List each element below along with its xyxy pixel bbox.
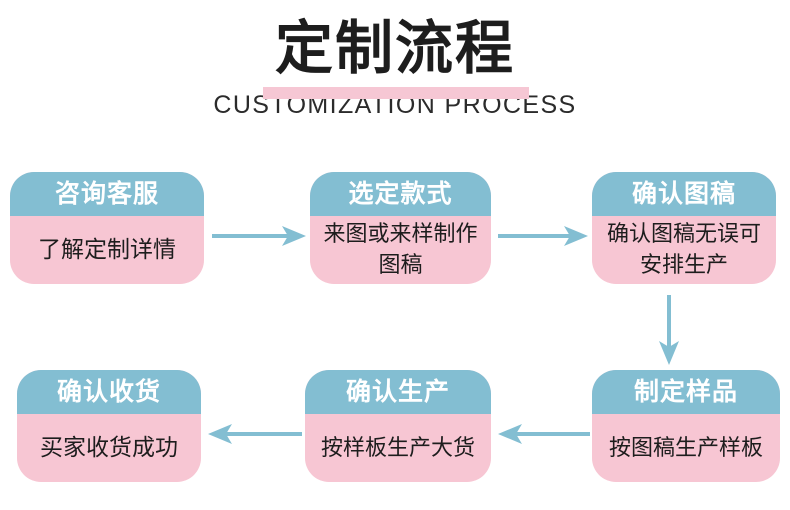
- flow-step-2-description: 来图或来样制作图稿: [323, 222, 478, 278]
- flow-step-1-description: 了解定制详情: [38, 237, 176, 263]
- arrow-right-icon-step2-to-step3: [498, 222, 588, 250]
- page-title-wrap: 定制流程: [0, 14, 790, 99]
- flow-step-5: 确认生产 按样板生产大货: [305, 370, 491, 482]
- title-underline-highlight: [263, 87, 529, 99]
- flow-step-2-title: 选定款式: [310, 172, 491, 216]
- flow-step-4-title: 制定样品: [592, 370, 780, 414]
- flow-step-1: 咨询客服 了解定制详情: [10, 172, 204, 284]
- flow-step-3-description: 确认图稿无误可安排生产: [606, 222, 761, 278]
- flow-step-6-title: 确认收货: [17, 370, 201, 414]
- flow-step-6-description: 买家收货成功: [40, 435, 178, 461]
- flow-step-4: 制定样品 按图稿生产样板: [592, 370, 780, 482]
- flow-step-1-title: 咨询客服: [10, 172, 204, 216]
- arrow-left-icon-step4-to-step5: [498, 420, 590, 448]
- flow-step-3: 确认图稿 确认图稿无误可安排生产: [592, 172, 776, 284]
- flow-step-5-description: 按样板生产大货: [320, 435, 475, 461]
- flow-step-5-title: 确认生产: [305, 370, 491, 414]
- arrow-right-icon-step1-to-step2: [212, 222, 306, 250]
- page-header: 定制流程 CUSTOMIZATION PROCESS: [0, 0, 790, 140]
- page-title: 定制流程: [274, 14, 515, 82]
- arrow-left-icon-step5-to-step6: [208, 420, 302, 448]
- flow-step-6: 确认收货 买家收货成功: [17, 370, 201, 482]
- flow-step-4-description: 按图稿生产样板: [608, 435, 763, 461]
- flow-step-2: 选定款式 来图或来样制作图稿: [310, 172, 491, 284]
- flow-step-3-title: 确认图稿: [592, 172, 776, 216]
- arrow-down-icon-step3-to-step4: [655, 295, 683, 365]
